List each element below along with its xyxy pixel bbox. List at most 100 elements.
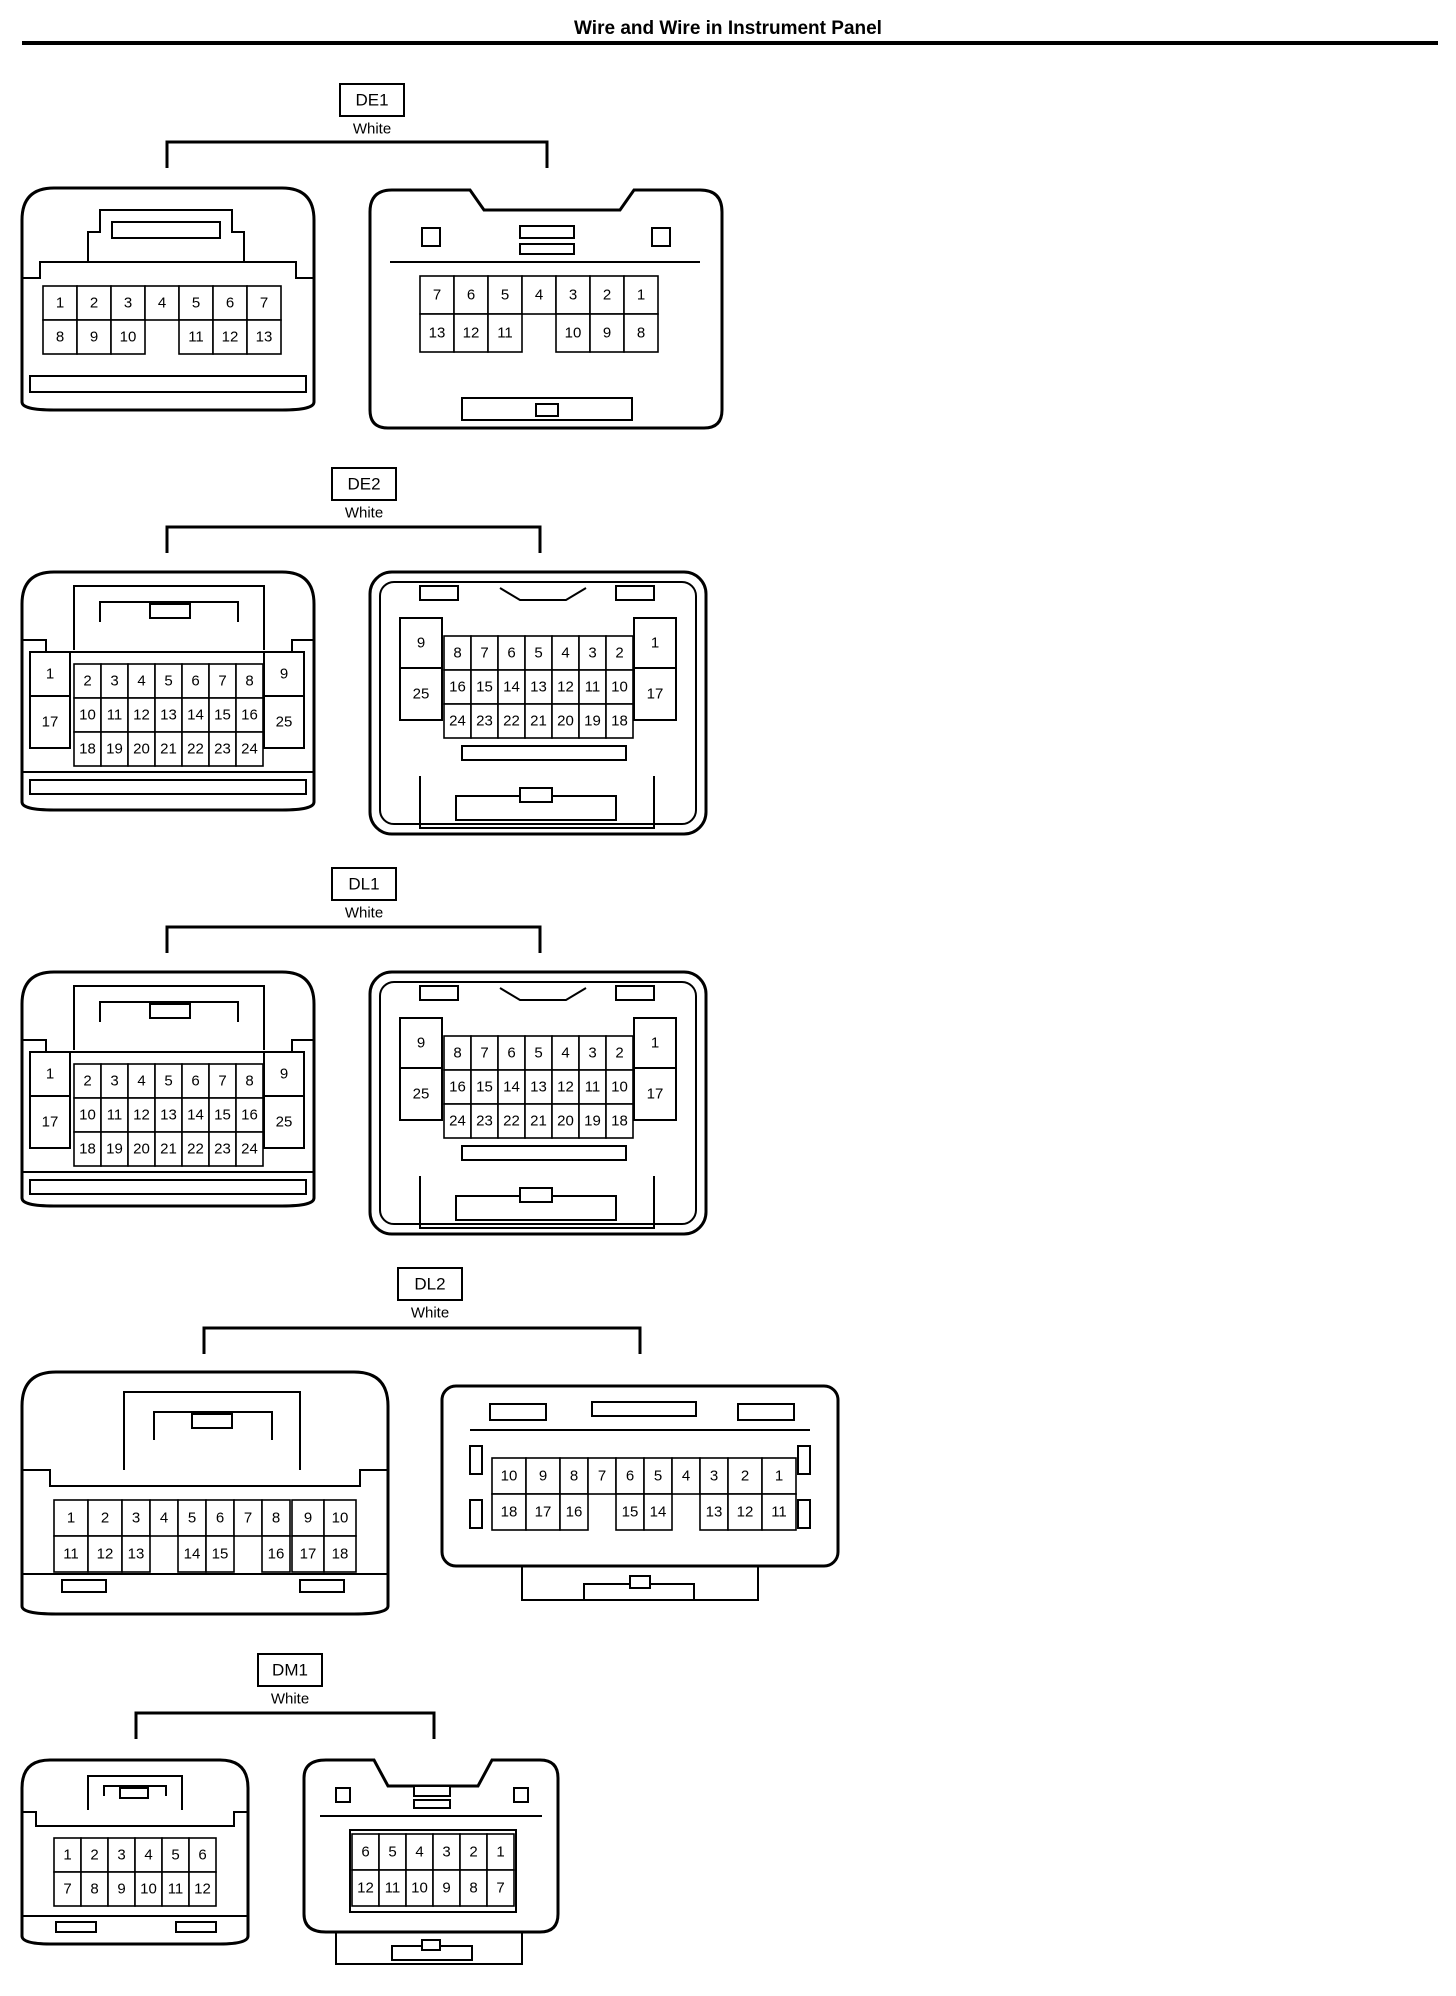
pin-number: 14 <box>650 1504 667 1521</box>
base-rail <box>29 375 307 393</box>
pin-cell <box>587 1457 617 1495</box>
lock-frame <box>123 1391 301 1470</box>
pin-number: 7 <box>218 1073 226 1090</box>
pin-cell <box>127 1131 156 1167</box>
pin-cell <box>246 285 282 321</box>
pin-number: 2 <box>741 1468 749 1485</box>
pin-number: 2 <box>83 673 91 690</box>
pin-cell <box>127 1063 156 1099</box>
pin-cell <box>76 319 112 355</box>
pin-cell <box>578 1103 607 1139</box>
connector-code: DE2 <box>347 475 380 494</box>
pin-number: 12 <box>133 1107 150 1124</box>
pin-cell <box>497 1035 526 1071</box>
pin-cell <box>525 1457 561 1495</box>
pin-number: 24 <box>241 1141 258 1158</box>
pin-cell <box>470 669 499 705</box>
pin-number: 1 <box>67 1510 75 1527</box>
housing-outline <box>20 1370 390 1616</box>
pin-number: 17 <box>42 1114 59 1131</box>
connector-color: White <box>345 505 383 522</box>
pin-cell <box>53 1871 82 1907</box>
pin-number: 18 <box>501 1504 518 1521</box>
pin-number: 19 <box>106 1141 123 1158</box>
side-slot <box>797 1499 811 1529</box>
pin-cell <box>100 731 129 767</box>
pin-number: 8 <box>56 329 64 346</box>
pin-cell <box>351 1869 380 1907</box>
pin-number: 15 <box>476 679 493 696</box>
latch-housing <box>335 1932 523 1965</box>
connector-color: White <box>271 1691 309 1708</box>
pin-cell <box>100 697 129 733</box>
pin-cell <box>80 1837 109 1873</box>
pin-number: 2 <box>101 1510 109 1527</box>
pin-number: 23 <box>476 1113 493 1130</box>
pin-number: 4 <box>682 1468 690 1485</box>
pin-number: 4 <box>144 1847 152 1864</box>
lock-slot <box>591 1401 697 1417</box>
pin-cell <box>524 1103 553 1139</box>
pin-number: 12 <box>222 329 239 346</box>
pin-cell <box>100 1097 129 1133</box>
pin-number: 13 <box>530 679 547 696</box>
pin-number: 22 <box>187 1141 204 1158</box>
pin-cell <box>487 313 523 353</box>
pin-number: 16 <box>566 1504 583 1521</box>
pin-number: 7 <box>496 1880 504 1897</box>
pin-number: 17 <box>300 1546 317 1563</box>
pin-number: 9 <box>304 1510 312 1527</box>
pin-cell <box>378 1833 407 1871</box>
pin-number: 7 <box>244 1510 252 1527</box>
pin-cell <box>633 1017 677 1069</box>
pin-number: 9 <box>539 1468 547 1485</box>
pin-number: 9 <box>117 1881 125 1898</box>
pin-number: 5 <box>164 1073 172 1090</box>
pin-cell <box>615 1493 645 1531</box>
pin-number: 3 <box>117 1847 125 1864</box>
pin-number: 1 <box>651 1035 659 1052</box>
pin-cell <box>578 635 607 671</box>
pin-cell <box>107 1837 136 1873</box>
pin-number: 5 <box>654 1468 662 1485</box>
pin-number: 11 <box>585 1079 601 1096</box>
pin-number: 20 <box>133 1141 150 1158</box>
pin-cell <box>181 1097 210 1133</box>
pin-number: 7 <box>480 645 488 662</box>
pin-number: 17 <box>535 1504 552 1521</box>
pin-number: 13 <box>256 329 273 346</box>
latch-nub <box>421 1939 441 1951</box>
pin-cell <box>551 635 580 671</box>
pin-number: 16 <box>268 1546 285 1563</box>
pin-cell <box>100 1063 129 1099</box>
pin-number: 10 <box>611 679 628 696</box>
side-slot <box>797 1445 811 1475</box>
connector-de2-female-view: 9251178162471523614225132141220311192101… <box>368 570 708 836</box>
pin-number: 4 <box>415 1844 423 1861</box>
connector-color: White <box>345 905 383 922</box>
pin-number: 15 <box>476 1079 493 1096</box>
lock-slot <box>111 221 221 239</box>
pin-number: 10 <box>120 329 137 346</box>
connector-bracket <box>202 1326 642 1354</box>
base-slot <box>61 1579 107 1593</box>
pin-cell <box>263 695 305 749</box>
pin-number: 3 <box>132 1510 140 1527</box>
pin-cell <box>212 319 248 355</box>
pin-number: 9 <box>280 666 288 683</box>
pin-number: 12 <box>463 325 480 342</box>
lock-slot <box>119 1787 149 1799</box>
base-slot <box>55 1921 97 1933</box>
pin-number: 17 <box>647 1086 664 1103</box>
pin-cell <box>205 1535 235 1573</box>
pin-cell <box>29 1095 71 1149</box>
pin-number: 6 <box>198 1847 206 1864</box>
pin-number: 8 <box>272 1510 280 1527</box>
pin-number: 4 <box>158 295 166 312</box>
pin-number: 17 <box>647 686 664 703</box>
page-title: Wire and Wire in Instrument Panel <box>574 18 882 39</box>
pin-number: 3 <box>569 287 577 304</box>
